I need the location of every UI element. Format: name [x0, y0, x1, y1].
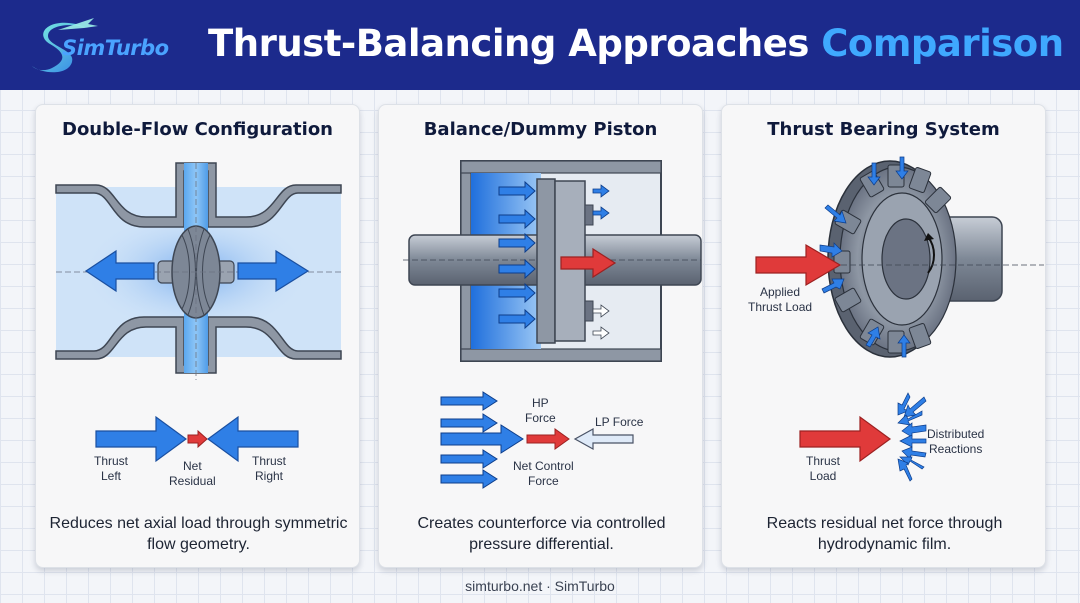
- title-main: Thrust-Balancing Approaches: [208, 22, 809, 65]
- label-thrust-right: Thrust Right: [252, 454, 286, 484]
- label-net-residual: Net Residual: [169, 459, 216, 489]
- label-hp-force: HP Force: [525, 396, 556, 426]
- panel-balance-piston: Balance/Dummy Piston: [378, 104, 703, 568]
- panel-caption: Reacts residual net force through hydrod…: [766, 515, 1003, 553]
- thrust-bearing-diagram: [755, 156, 1044, 482]
- footer-credit: simturbo.net · SimTurbo: [465, 578, 615, 594]
- panel-thrust-bearing: Thrust Bearing System: [721, 104, 1046, 568]
- panel-caption: Creates counterforce via controlled pres…: [417, 515, 666, 553]
- thrust-load-text: Thrust Load: [806, 454, 841, 483]
- label-applied-thrust-load: Applied Thrust Load: [748, 285, 812, 315]
- thrust-right-text: Thrust Right: [252, 454, 287, 483]
- thrust-left-text: Thrust Left: [94, 454, 129, 483]
- panel-caption: Reduces net axial load through symmetric…: [49, 515, 348, 553]
- lp-force-text: LP Force: [595, 415, 644, 429]
- logo-text: SimTurbo: [62, 36, 169, 60]
- label-net-control-force: Net Control Force: [513, 459, 574, 489]
- panel-double-flow: Double-Flow Configuration: [35, 104, 360, 568]
- simturbo-logo-icon: [32, 18, 98, 73]
- label-lp-force: LP Force: [595, 415, 643, 430]
- panel-title: Thrust Bearing System: [767, 119, 1000, 140]
- page-title: Thrust-Balancing Approaches Comparison: [208, 22, 1064, 65]
- net-residual-text: Net Residual: [169, 459, 216, 488]
- balance-piston-diagram: [403, 160, 702, 489]
- label-thrust-left: Thrust Left: [94, 454, 128, 484]
- title-accent: Comparison: [821, 22, 1064, 65]
- header-bar: SimTurbo Thrust-Balancing Approaches Com…: [0, 0, 1080, 90]
- net-control-force-text: Net Control Force: [513, 459, 574, 488]
- panel-title: Double-Flow Configuration: [62, 119, 333, 140]
- panel-title: Balance/Dummy Piston: [423, 119, 658, 140]
- applied-thrust-load-text: Applied Thrust Load: [748, 285, 813, 314]
- hp-force-text: HP Force: [525, 396, 556, 425]
- label-thrust-load: Thrust Load: [806, 454, 840, 484]
- double-flow-diagram: [55, 162, 342, 463]
- distributed-reactions-text: Distributed Reactions: [927, 427, 985, 456]
- label-distributed-reactions: Distributed Reactions: [927, 427, 984, 457]
